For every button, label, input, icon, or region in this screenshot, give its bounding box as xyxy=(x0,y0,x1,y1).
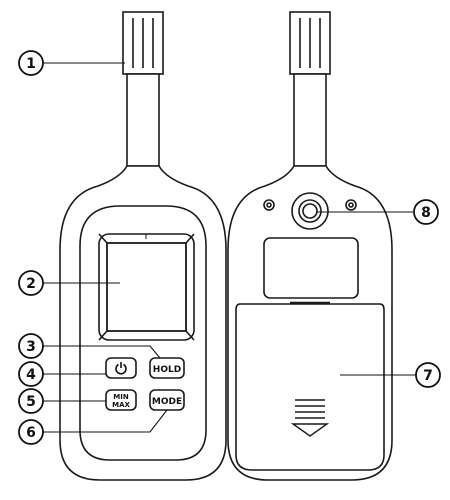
callout-7: 7 xyxy=(415,362,441,388)
lcd-display xyxy=(106,242,187,332)
callout-7-number: 7 xyxy=(423,368,433,384)
power-icon xyxy=(115,362,127,375)
callout-2-number: 2 xyxy=(26,276,36,292)
callout-6-number: 6 xyxy=(26,425,36,441)
mode-button-label: MODE xyxy=(152,397,182,407)
callout-4: 4 xyxy=(18,361,44,387)
callout-3-number: 3 xyxy=(26,339,36,355)
front-view xyxy=(59,11,227,481)
callout-3: 3 xyxy=(18,333,44,359)
battery-cover-arrow xyxy=(290,399,330,437)
callout-5-number: 5 xyxy=(26,394,36,410)
callout-6: 6 xyxy=(18,419,44,445)
hold-button-label: HOLD xyxy=(153,365,181,375)
callout-2: 2 xyxy=(18,270,44,296)
sensor-probe-front xyxy=(122,11,164,167)
callout-5: 5 xyxy=(18,388,44,414)
hold-button xyxy=(149,357,185,379)
max-button-label: MAX xyxy=(112,401,130,409)
callout-8: 8 xyxy=(413,199,439,225)
min-max-button xyxy=(105,389,137,411)
callout-8-number: 8 xyxy=(421,205,431,221)
callout-4-number: 4 xyxy=(26,367,36,383)
leader-lines xyxy=(43,62,416,433)
callout-1-number: 1 xyxy=(26,56,36,72)
back-label-window xyxy=(263,237,359,299)
min-button-label: MIN xyxy=(113,393,129,401)
sensor-probe-back xyxy=(289,11,331,167)
callout-1: 1 xyxy=(18,50,44,76)
battery-cover xyxy=(235,303,385,471)
back-view xyxy=(227,11,393,481)
